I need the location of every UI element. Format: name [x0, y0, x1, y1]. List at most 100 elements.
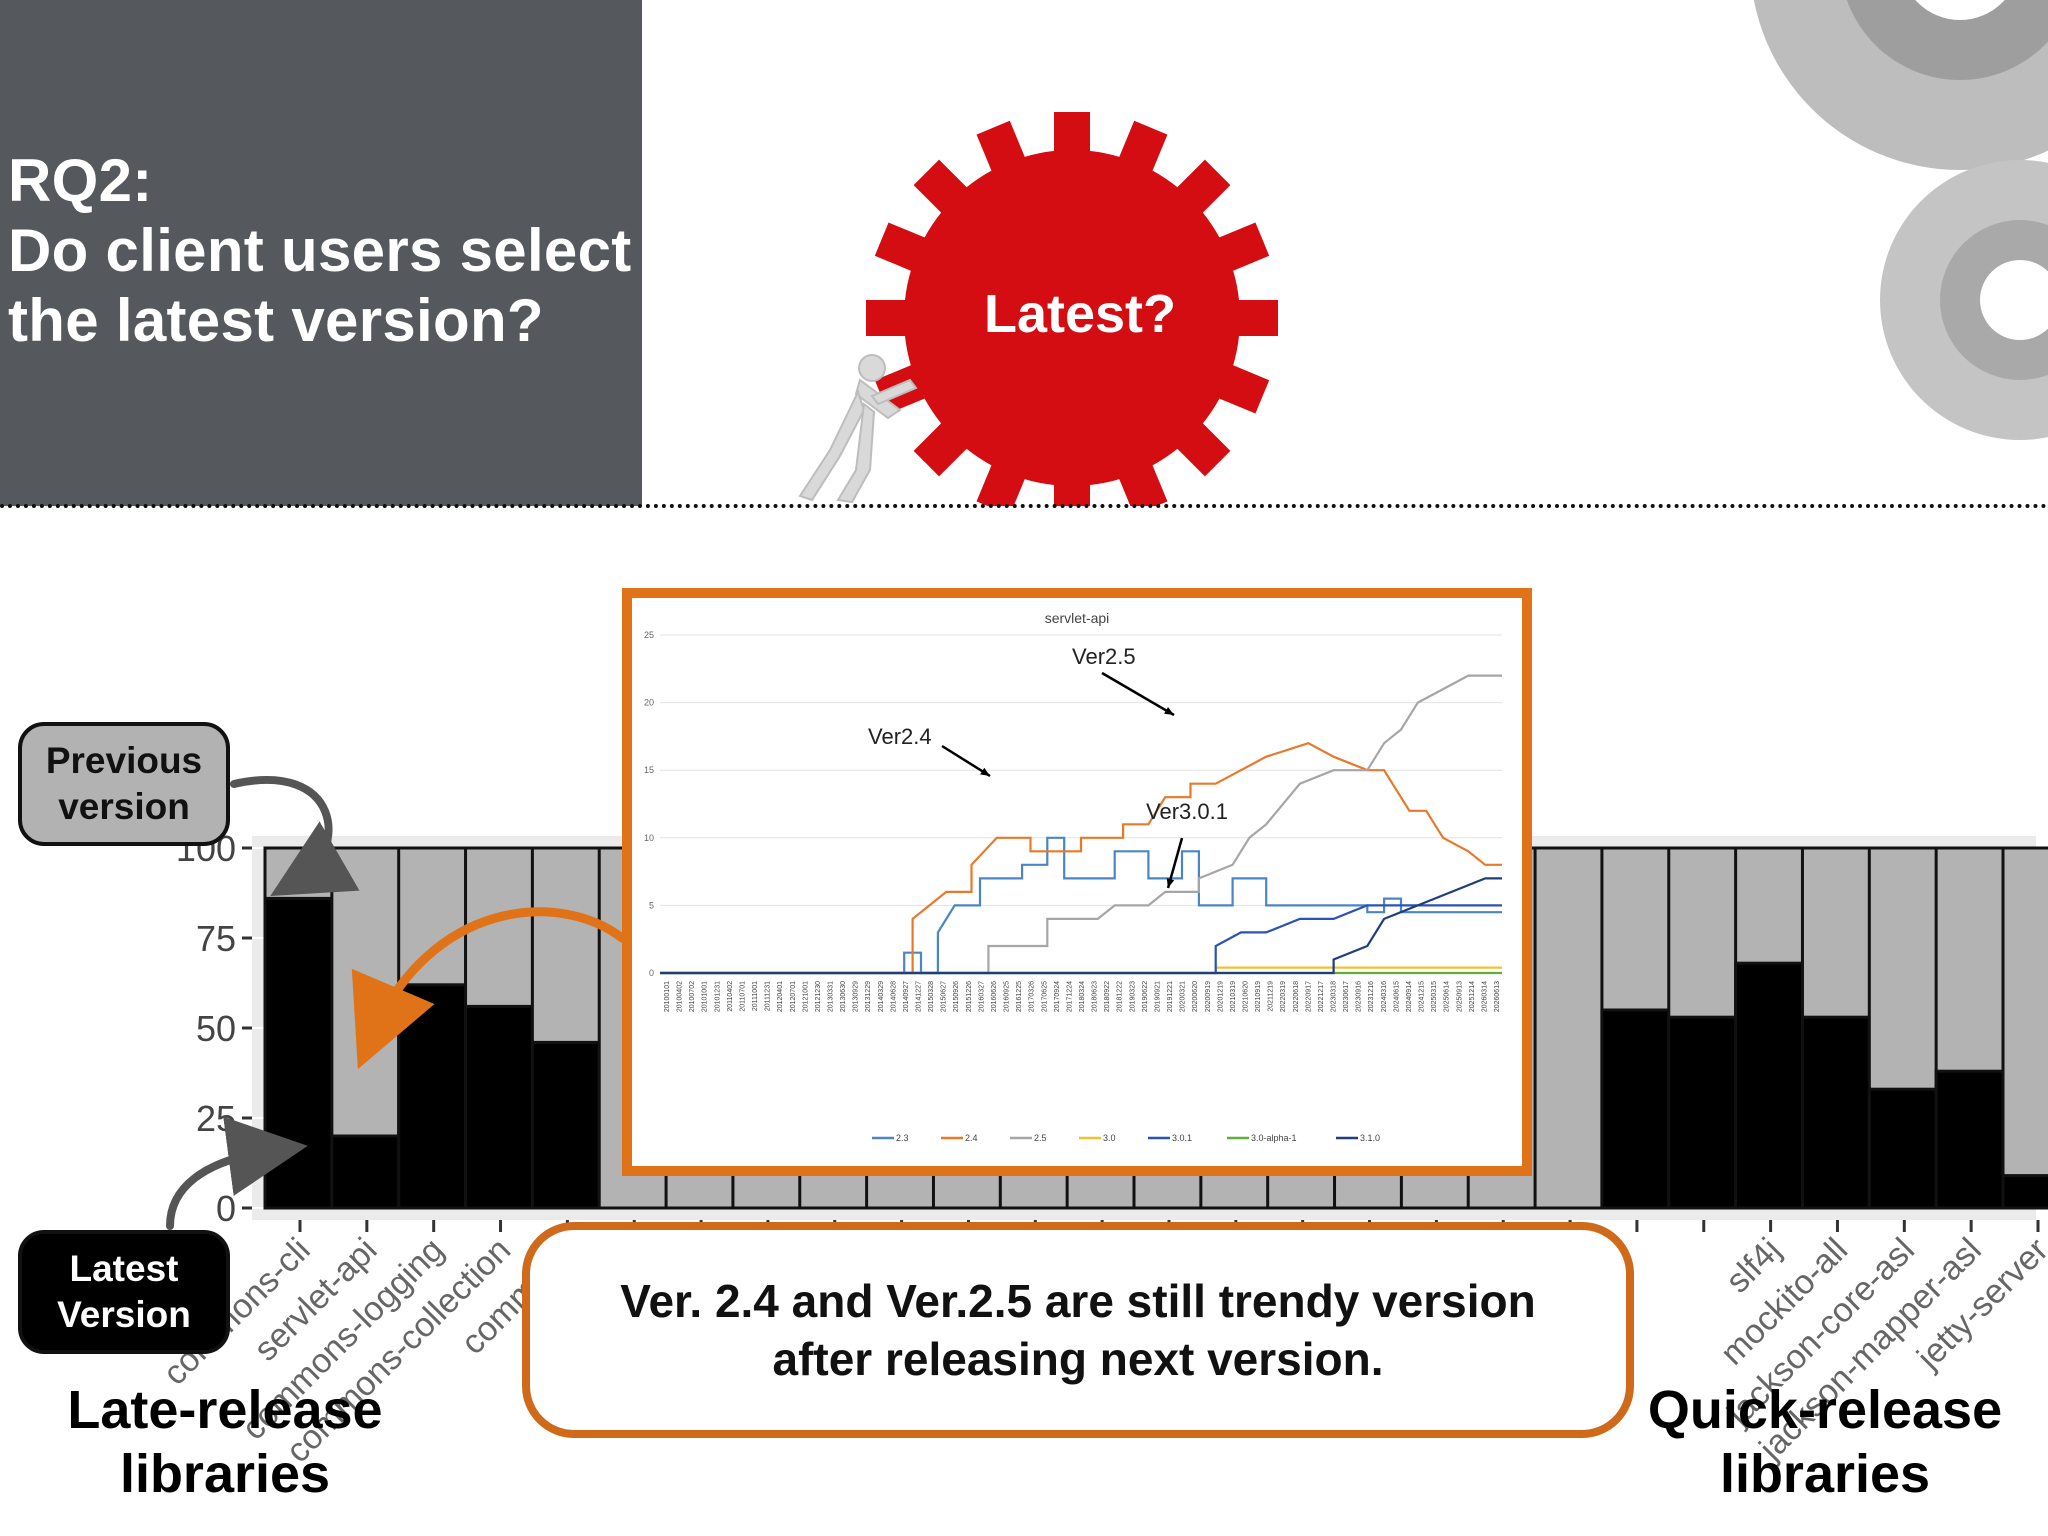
inset-x-tick-label: 20220618 [1293, 981, 1300, 1012]
inset-x-tick-label: 20210319 [1230, 981, 1237, 1012]
grey-gear-icon [1753, 0, 2048, 170]
inset-annotation-arrow [941, 744, 991, 778]
gear-tooth [1207, 222, 1270, 276]
inset-annotation-label: Ver2.4 [868, 724, 932, 749]
inset-x-tick-label: 20141227 [916, 981, 923, 1012]
inset-x-tick-label: 20240914 [1406, 981, 1413, 1012]
title-panel [0, 0, 642, 506]
inset-series-line [660, 836, 1502, 975]
title-line-2: Do client users select [8, 217, 632, 284]
title-line-3: the latest version? [8, 287, 544, 354]
title-line-1: RQ2: [8, 147, 153, 214]
gear-tooth [1226, 300, 1278, 336]
inset-x-tick-label: 20111001 [752, 981, 759, 1011]
gear-tooth [1207, 360, 1270, 414]
inset-x-tick-label: 20140628 [890, 981, 897, 1012]
inset-x-tick-label: 20150627 [941, 981, 948, 1012]
bar-latest [1867, 1087, 1941, 1210]
inset-x-tick-label: 20180623 [1092, 981, 1099, 1012]
previous-version-callout: Previous version [18, 722, 230, 846]
inset-x-tick-label: 20101001 [702, 981, 709, 1012]
latest-version-callout: Latest Version [18, 1230, 230, 1354]
bar-latest [1800, 1015, 1874, 1210]
inset-arrowhead [1166, 878, 1175, 888]
bar-y-tick-label: 25 [196, 1098, 236, 1139]
inset-x-tick-label: 20130929 [853, 981, 860, 1012]
bar-latest [530, 1040, 604, 1210]
gear-tooth [1168, 159, 1231, 222]
conclusion-line-2: after releasing next version. [772, 1333, 1384, 1385]
inset-x-tick-label: 20160626 [991, 981, 998, 1012]
inset-x-tick-label: 20170924 [1054, 981, 1061, 1012]
inset-legend-label: 2.3 [896, 1133, 909, 1143]
inset-x-tick-label: 20140927 [903, 981, 910, 1012]
bar-latest [1734, 961, 1808, 1210]
gear-tooth [874, 222, 937, 276]
inset-x-tick-label: 20190323 [1129, 981, 1136, 1012]
inset-legend-label: 2.5 [1034, 1133, 1047, 1143]
inset-arrowhead [980, 767, 990, 776]
gear-tooth [976, 120, 1030, 183]
inset-x-tick-label: 20101231 [714, 981, 721, 1012]
section-divider [0, 504, 2048, 508]
inset-x-tick-label: 20200620 [1192, 981, 1199, 1012]
inset-x-tick-label: 20230318 [1331, 981, 1338, 1012]
inset-x-tick-label: 20211219 [1268, 981, 1275, 1012]
inset-x-tick-label: 20121230 [815, 981, 822, 1012]
late-release-label: Late-release libraries [67, 1380, 383, 1504]
gear-tooth [1114, 120, 1168, 183]
inset-x-tick-label: 20150328 [928, 981, 935, 1012]
inset-x-tick-label: 20221217 [1318, 981, 1325, 1012]
gear-label: Latest? [984, 284, 1176, 344]
slide-title: RQ2: Do client users select the latest v… [8, 146, 648, 356]
inset-x-tick-label: 20241215 [1419, 981, 1426, 1012]
inset-x-tick-label: 20160925 [1004, 981, 1011, 1012]
inset-y-tick-label: 10 [644, 833, 654, 843]
inset-chart-title: servlet-api [1045, 610, 1110, 626]
inset-x-tick-label: 20220319 [1280, 981, 1287, 1012]
inset-x-tick-label: 20170625 [1041, 981, 1048, 1012]
grey-gear-icon [1880, 160, 2048, 440]
conclusion-text: Ver. 2.4 and Ver.2.5 are still trendy ve… [620, 1272, 1535, 1388]
inset-x-tick-label: 20210919 [1255, 981, 1262, 1012]
inset-x-tick-label: 20230916 [1356, 981, 1363, 1012]
inset-x-tick-label: 20131229 [865, 981, 872, 1012]
bar-previous [1533, 846, 1607, 1210]
bar-latest [397, 983, 471, 1210]
bar-y-tick-label: 50 [196, 1008, 236, 1049]
gear-tooth [1054, 472, 1090, 506]
inset-x-tick-label: 20250913 [1456, 981, 1463, 1012]
bar-latest [2001, 1174, 2048, 1210]
inset-x-tick-label: 20110701 [739, 981, 746, 1012]
inset-series-line [660, 904, 1502, 975]
inset-x-tick-label: 20230617 [1343, 981, 1350, 1012]
bar-latest [1934, 1069, 2008, 1210]
inset-x-tick-label: 20180922 [1104, 981, 1111, 1012]
inset-x-tick-label: 20100101 [664, 981, 671, 1012]
quick-release-label: Quick-release libraries [1647, 1380, 2003, 1504]
inset-x-tick-label: 20200321 [1180, 981, 1187, 1012]
gear-tooth [1054, 112, 1090, 164]
inset-x-tick-label: 20240615 [1393, 981, 1400, 1012]
inset-x-tick-label: 20120401 [777, 981, 784, 1012]
conclusion-line-1: Ver. 2.4 and Ver.2.5 are still trendy ve… [620, 1275, 1536, 1327]
gear-tooth [866, 300, 918, 336]
inset-x-tick-label: 20151226 [966, 981, 973, 1012]
inset-x-tick-label: 20130630 [840, 981, 847, 1012]
bar-latest [464, 1004, 538, 1210]
inset-y-tick-label: 25 [644, 630, 654, 640]
bar-latest [330, 1134, 404, 1210]
inset-x-tick-label: 20171224 [1066, 981, 1073, 1012]
inset-x-tick-label: 20201219 [1217, 981, 1224, 1012]
inset-x-tick-label: 20251214 [1469, 981, 1476, 1012]
bar-previous [2001, 846, 2048, 1210]
inset-series-line [660, 674, 1502, 975]
bar-y-tick-label: 75 [196, 918, 236, 959]
bar-latest [1600, 1008, 1674, 1210]
inset-x-tick-label: 20190622 [1142, 981, 1149, 1012]
red-gear-icon [866, 112, 1278, 506]
gear-tooth [1168, 414, 1231, 477]
gear-tooth [913, 414, 976, 477]
